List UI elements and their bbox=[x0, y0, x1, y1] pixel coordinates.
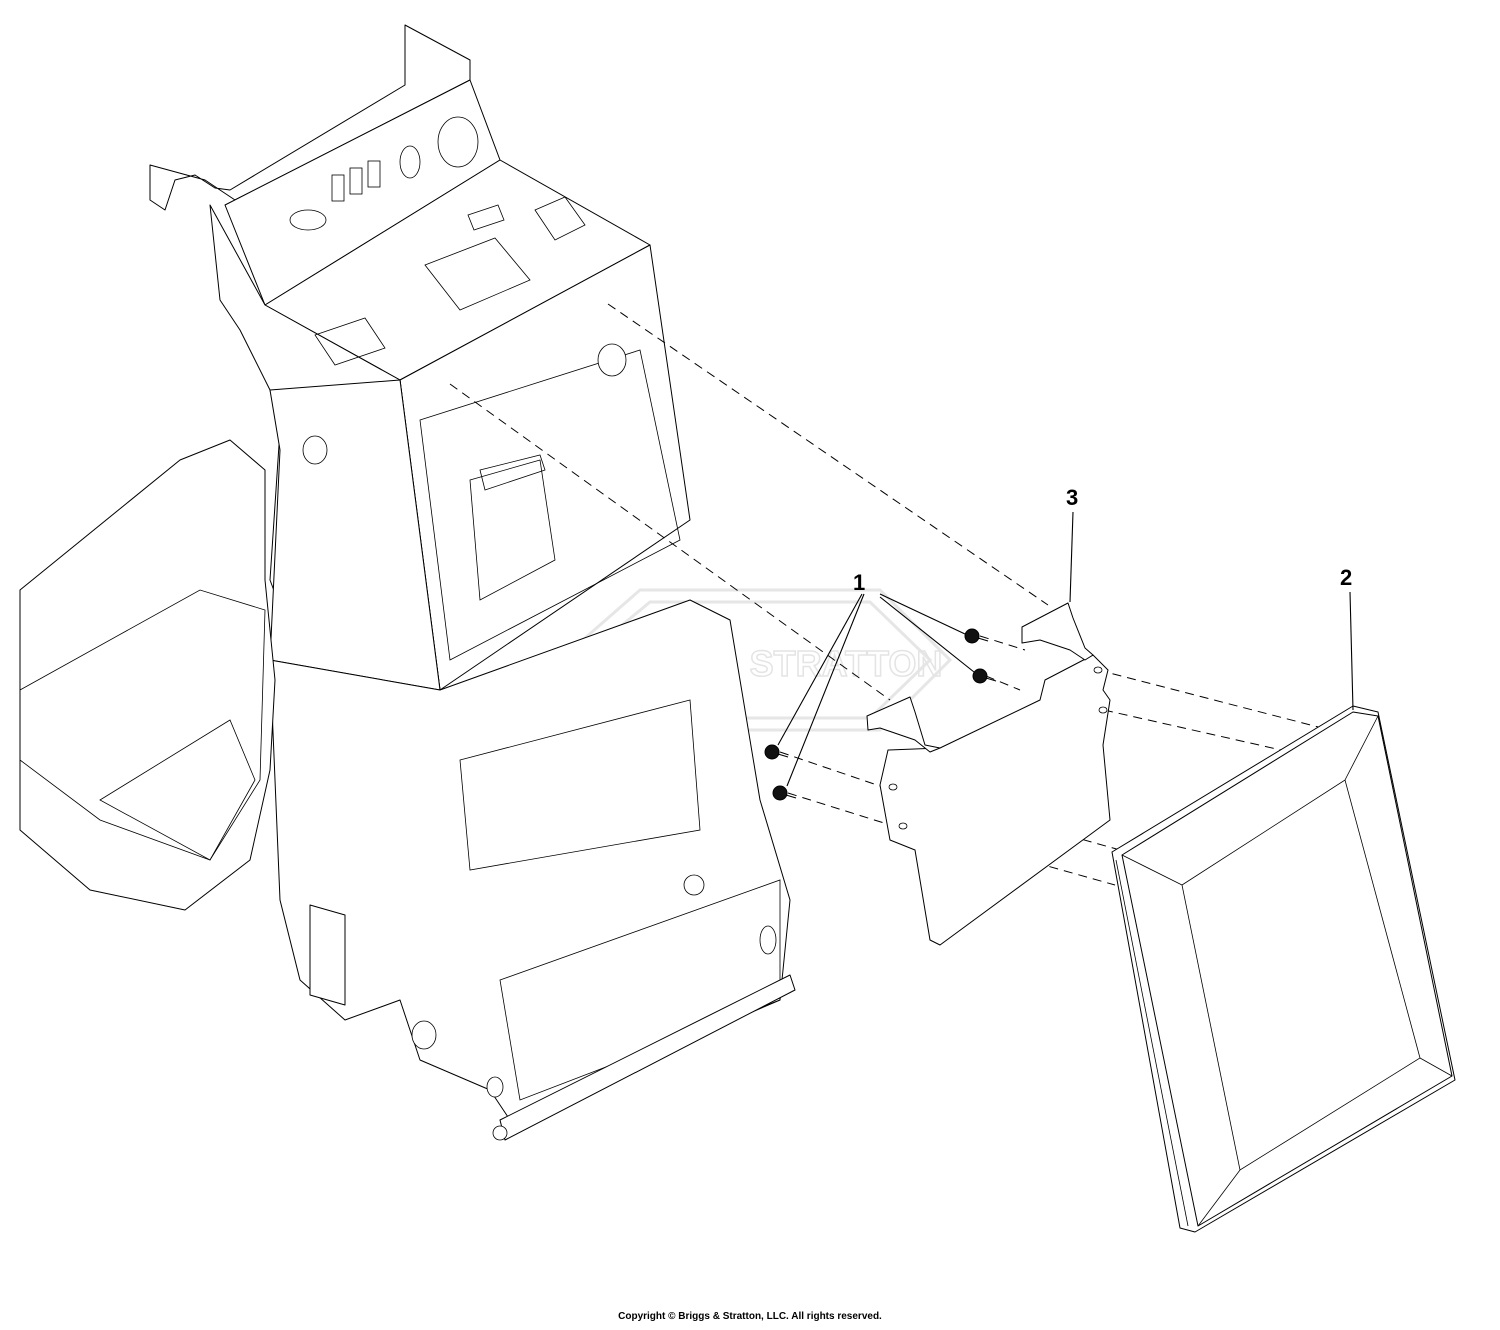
mounting-plate-part-3 bbox=[866, 602, 1111, 946]
callout-leaders bbox=[777, 511, 1354, 787]
callout-3: 3 bbox=[1066, 485, 1079, 510]
cushion-panel-part-2 bbox=[1111, 705, 1456, 1233]
chassis-frame bbox=[19, 24, 796, 1141]
copyright-footer: Copyright © Briggs & Stratton, LLC. All … bbox=[618, 1311, 882, 1322]
left-hook bbox=[866, 696, 941, 753]
callout-2: 2 bbox=[1340, 565, 1353, 590]
bolt-icon bbox=[972, 668, 997, 684]
bolts-part-1 bbox=[764, 628, 997, 801]
bolt-icon bbox=[772, 785, 797, 801]
callout-1: 1 bbox=[853, 570, 866, 595]
bolt-icon bbox=[964, 628, 989, 644]
right-hook bbox=[1021, 602, 1094, 661]
bolt-icon bbox=[764, 744, 789, 760]
